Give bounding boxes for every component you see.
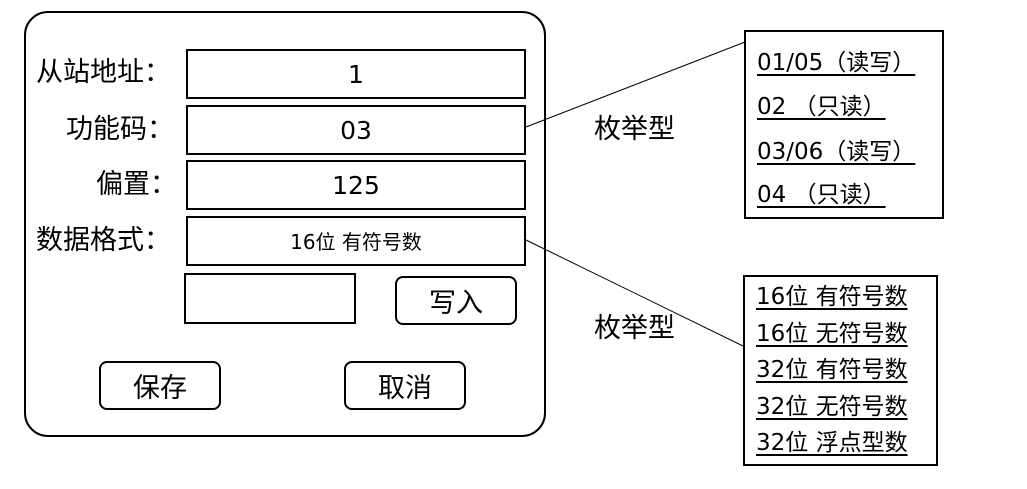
data-format-field[interactable]: 16位 有符号数 xyxy=(186,216,526,266)
function-code-options: 01/05（读写） 02 （只读） 03/06（读写） 04 （只读） xyxy=(744,30,944,219)
data-format-options: 16位 有符号数 16位 无符号数 32位 有符号数 32位 无符号数 32位 … xyxy=(743,275,938,466)
option-item[interactable]: 32位 无符号数 xyxy=(756,394,908,420)
slave-address-field[interactable]: 1 xyxy=(186,49,526,99)
option-item[interactable]: 16位 无符号数 xyxy=(756,321,908,347)
function-code-connector xyxy=(525,41,746,128)
function-code-label: 功能码： xyxy=(66,114,174,145)
option-item[interactable]: 32位 有符号数 xyxy=(756,357,908,383)
offset-label: 偏置： xyxy=(96,169,177,200)
option-item[interactable]: 32位 浮点型数 xyxy=(756,430,908,456)
offset-field[interactable]: 125 xyxy=(186,160,526,210)
option-item[interactable]: 16位 有符号数 xyxy=(756,284,908,310)
option-item[interactable]: 04 （只读） xyxy=(757,182,886,208)
cancel-button[interactable]: 取消 xyxy=(344,361,466,410)
config-dialog xyxy=(24,11,546,437)
slave-address-label: 从站地址： xyxy=(36,57,171,88)
write-button[interactable]: 写入 xyxy=(395,276,517,325)
option-item[interactable]: 02 （只读） xyxy=(757,94,886,120)
data-format-label: 数据格式： xyxy=(36,225,171,256)
write-value-input[interactable] xyxy=(184,273,356,324)
option-item[interactable]: 01/05（读写） xyxy=(757,50,916,76)
data-format-connector xyxy=(525,239,746,348)
function-code-field[interactable]: 03 xyxy=(186,105,526,155)
option-item[interactable]: 03/06（读写） xyxy=(757,139,916,165)
data-format-type-tag: 枚举型 xyxy=(594,313,675,344)
function-code-type-tag: 枚举型 xyxy=(594,114,675,145)
save-button[interactable]: 保存 xyxy=(99,361,221,410)
